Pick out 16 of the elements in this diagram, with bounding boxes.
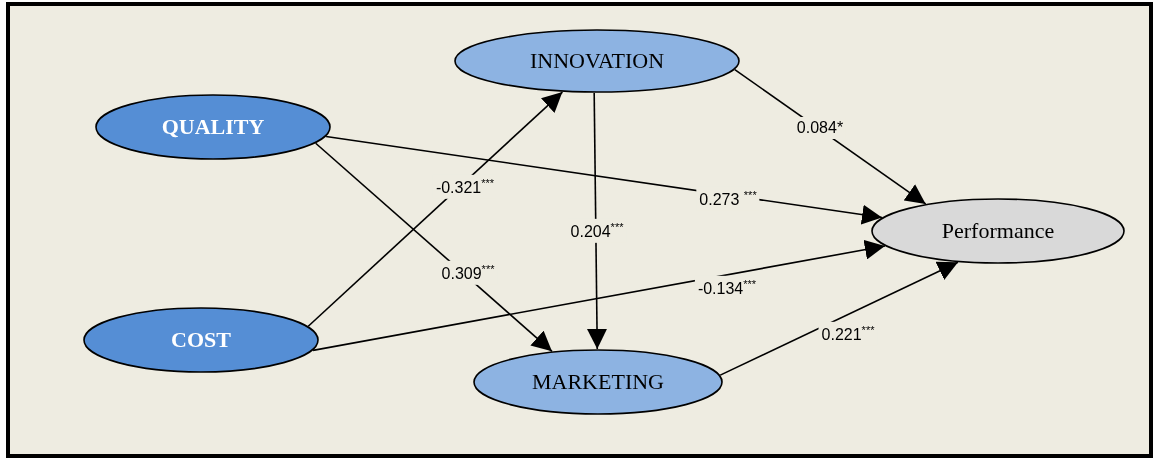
node-label: QUALITY — [160, 114, 266, 140]
ellipse-node — [83, 307, 319, 373]
node-label: INNOVATION — [529, 48, 665, 74]
arrow — [587, 92, 607, 350]
ellipse-node — [95, 94, 331, 160]
node-label: MARKETING — [531, 369, 665, 395]
arrow — [307, 91, 564, 328]
ellipse-node — [871, 198, 1125, 264]
arrow — [312, 239, 886, 352]
arrow — [314, 142, 553, 353]
arrow — [719, 261, 959, 376]
ellipse-node — [454, 29, 740, 93]
ellipse-node — [473, 349, 723, 415]
node-label: Performance — [940, 218, 1056, 244]
arrow — [325, 135, 883, 225]
node-label: COST — [170, 327, 232, 353]
